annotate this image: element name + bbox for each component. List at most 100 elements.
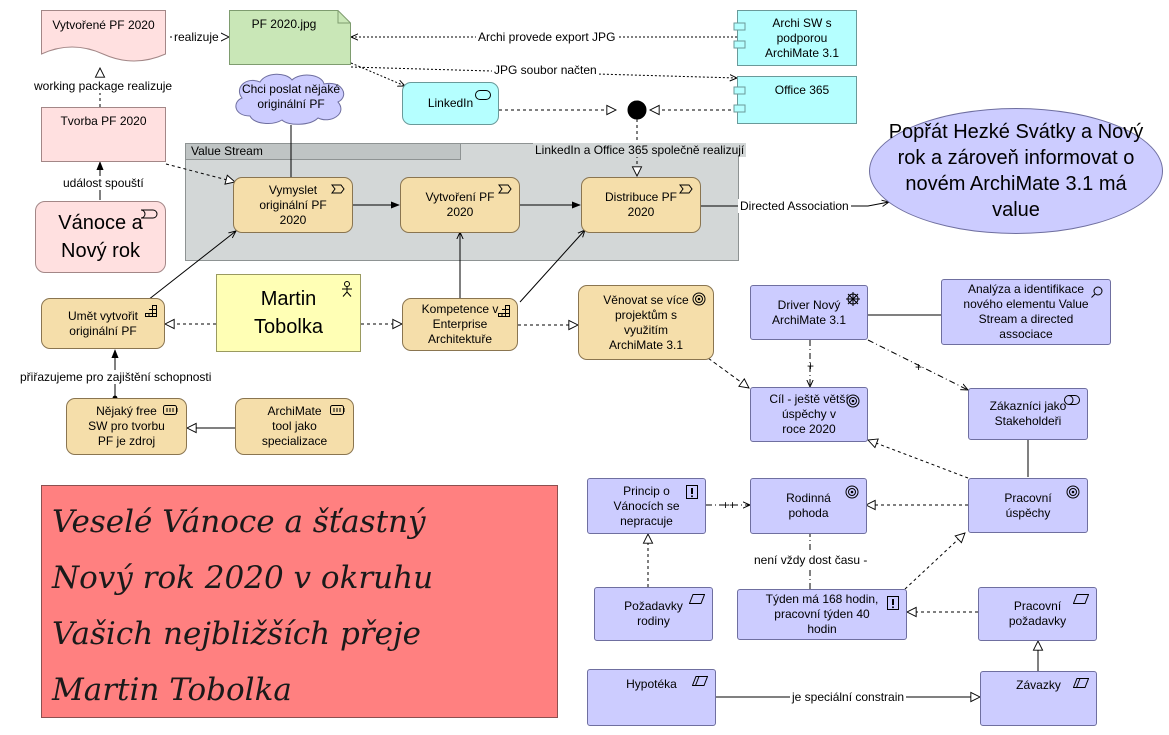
- label-realizuje: realizuje: [172, 30, 221, 44]
- deliverable-label: Vytvořené PF 2020: [52, 18, 155, 32]
- edge-tyden-pracovni[interactable]: [904, 533, 965, 590]
- goal-cil[interactable]: Cíl - ještě větší úspěchy v roce 2020: [750, 387, 868, 442]
- label-jpg-nacten: JPG soubor načten: [492, 63, 599, 77]
- label-linkedin-office: LinkedIn a Office 365 společně realizují: [533, 143, 747, 157]
- label-udalost: událost spouští: [61, 176, 146, 190]
- value-stream-distribuce[interactable]: Distribuce PF 2020: [581, 177, 701, 233]
- event-vanoce[interactable]: Vánoce a Nový rok: [35, 201, 166, 273]
- resource-icon: [330, 405, 346, 417]
- assessment-chci-poslat[interactable]: Chci poslat nějaké originální PF: [230, 70, 352, 126]
- stage-label: Distribuce PF 2020: [604, 190, 678, 219]
- actor-icon: [341, 281, 353, 299]
- value-stream-vymyslet[interactable]: Vymyslet originální PF 2020: [233, 177, 353, 233]
- edge-tvorba-vymyslet[interactable]: [165, 163, 235, 182]
- constraint-label: Hypotéka: [626, 677, 677, 691]
- principle-tyden[interactable]: Týden má 168 hodin, pracovní týden 40 ho…: [737, 589, 907, 640]
- requirement-icon: [1072, 594, 1090, 606]
- assessment-label: Analýza a identifikace nového elementu V…: [963, 282, 1089, 341]
- greeting-line-1: Veselé Vánoce a šťastný: [52, 504, 426, 540]
- event-label: Vánoce a Nový rok: [58, 212, 143, 262]
- outcome-pracovni-uspechy[interactable]: Pracovní úspěchy: [968, 478, 1088, 533]
- edge-driver-zakaznici[interactable]: [867, 339, 968, 390]
- component-office365[interactable]: Office 365: [733, 76, 857, 124]
- outcome-icon: [845, 485, 859, 501]
- stakeholder-zakaznici[interactable]: Zákazníci jako Stakeholdeři: [968, 388, 1088, 440]
- artifact-pf-jpg[interactable]: PF 2020.jpg: [229, 10, 351, 65]
- goal-rodinna-pohoda[interactable]: Rodinná pohoda: [750, 478, 867, 534]
- edge-umet-vymyslet[interactable]: [147, 231, 236, 301]
- label-plusplus: ++: [722, 498, 737, 512]
- component-archi-sw[interactable]: Archi SW s podporou ArchiMate 3.1: [733, 10, 857, 66]
- junction-icon: [627, 100, 647, 120]
- capability-label: Kompetence v Enterprise Architektuře: [421, 302, 499, 346]
- label-plus-2: +: [915, 360, 923, 374]
- capability-icon: [145, 305, 157, 319]
- driver-novy-archimate[interactable]: Driver Nový ArchiMate 3.1: [750, 285, 868, 340]
- constraint-label: Závazky: [1016, 678, 1061, 692]
- greeting-line-3: Vašich nejbližších přeje: [52, 616, 421, 652]
- edge-pracovni-cil[interactable]: [868, 440, 969, 479]
- goal-icon: [846, 394, 860, 410]
- driver-label: Driver Nový ArchiMate 3.1: [771, 297, 847, 327]
- capability-kompetence[interactable]: Kompetence v Enterprise Architektuře: [402, 298, 518, 351]
- service-label: LinkedIn: [427, 96, 474, 110]
- value-stream-vytvoreni[interactable]: Vytvoření PF 2020: [400, 177, 520, 233]
- stage-label: Vymyslet originální PF 2020: [259, 182, 327, 227]
- label-working-package: working package realizuje: [32, 79, 175, 93]
- resource-label: Nějaký free SW pro tvorbu PF je zdroj: [88, 404, 165, 448]
- edge-kompetence-distribuce[interactable]: [519, 230, 585, 303]
- value-popat-svatky[interactable]: Popřát Hezké Svátky a Nový rok a zároveň…: [869, 108, 1163, 234]
- requirement-label: Požadavky rodiny: [624, 599, 683, 628]
- actor-label: Martin Tobolka: [254, 288, 323, 338]
- deliverable-vytvorene-pf[interactable]: Vytvořené PF 2020: [41, 10, 166, 66]
- resource-label: ArchiMate tool jako specializace: [261, 404, 328, 448]
- principle-label: Princip o Vánocích se nepracuje: [613, 483, 680, 528]
- constraint-zavazky[interactable]: Závazky: [980, 671, 1097, 726]
- work-package-label: Tvorba PF 2020: [60, 114, 147, 128]
- work-package-tvorba-pf[interactable]: Tvorba PF 2020: [41, 107, 166, 162]
- goal-label: Cíl - ještě větší úspěchy v roce 2020: [769, 392, 849, 436]
- value-label: Popřát Hezké Svátky a Nový rok a zároveň…: [888, 121, 1144, 221]
- assessment-icon: [1091, 286, 1103, 300]
- cloud-shape: [235, 73, 345, 125]
- greeting-line-2: Nový rok 2020 v okruhu: [52, 560, 434, 596]
- requirement-pracovni-pozadavky[interactable]: Pracovní požadavky: [978, 587, 1097, 641]
- greeting-line-4: Martin Tobolka: [52, 672, 292, 708]
- edge-jpg-linkedin[interactable]: [350, 62, 405, 86]
- greeting-note[interactable]: Veselé Vánoce a šťastný Nový rok 2020 v …: [41, 485, 558, 718]
- assessment-analyza[interactable]: Analýza a identifikace nového elementu V…: [941, 279, 1111, 345]
- requirement-pozadavky-rodiny[interactable]: Požadavky rodiny: [594, 587, 713, 641]
- label-archi-export: Archi provede export JPG: [476, 30, 618, 44]
- actor-martin[interactable]: Martin Tobolka: [216, 274, 361, 352]
- outcome-label: Věnovat se více projektům s využitím Arc…: [603, 292, 689, 352]
- capability-label: Umět vytvořit originální PF: [67, 308, 138, 338]
- stakeholder-icon: [1064, 395, 1080, 407]
- principle-label: Týden má 168 hodin, pracovní týden 40 ho…: [765, 592, 879, 636]
- deliverable-shape: [41, 10, 166, 62]
- resource-icon: [163, 405, 179, 417]
- edge-venovat-cil[interactable]: [707, 357, 749, 388]
- requirement-icon: [688, 594, 706, 606]
- component-label: Office 365: [774, 83, 830, 97]
- service-icon: [475, 90, 491, 102]
- resource-archimate-tool[interactable]: ArchiMate tool jako specializace: [235, 398, 354, 455]
- constraint-icon: [1072, 678, 1090, 690]
- value-stream-chevron-icon: [498, 184, 512, 196]
- artifact-label: PF 2020.jpg: [251, 17, 317, 31]
- label-je-specialni: je speciální constrain: [790, 690, 907, 704]
- requirement-label: Pracovní požadavky: [1008, 599, 1067, 628]
- constraint-hypoteka[interactable]: Hypotéka: [587, 669, 716, 726]
- principle-princip[interactable]: Princip o Vánocích se nepracuje: [587, 478, 706, 534]
- value-stream-tab: Value Stream: [185, 143, 461, 160]
- outcome-label: Pracovní úspěchy: [1004, 490, 1052, 520]
- constraint-icon: [691, 676, 709, 688]
- principle-icon: [887, 596, 899, 612]
- value-stream-chevron-icon: [679, 184, 693, 196]
- resource-nejaky-free[interactable]: Nějaký free SW pro tvorbu PF je zdroj: [66, 398, 187, 455]
- capability-umet[interactable]: Umět vytvořit originální PF: [41, 298, 165, 349]
- service-linkedin[interactable]: LinkedIn: [402, 82, 499, 125]
- outcome-venovat[interactable]: Věnovat se více projektům s využitím Arc…: [578, 285, 714, 360]
- label-plus-1: +: [807, 359, 815, 373]
- goal-label: Rodinná pohoda: [786, 491, 831, 520]
- stakeholder-label: Zákazníci jako Stakeholdeři: [989, 399, 1067, 428]
